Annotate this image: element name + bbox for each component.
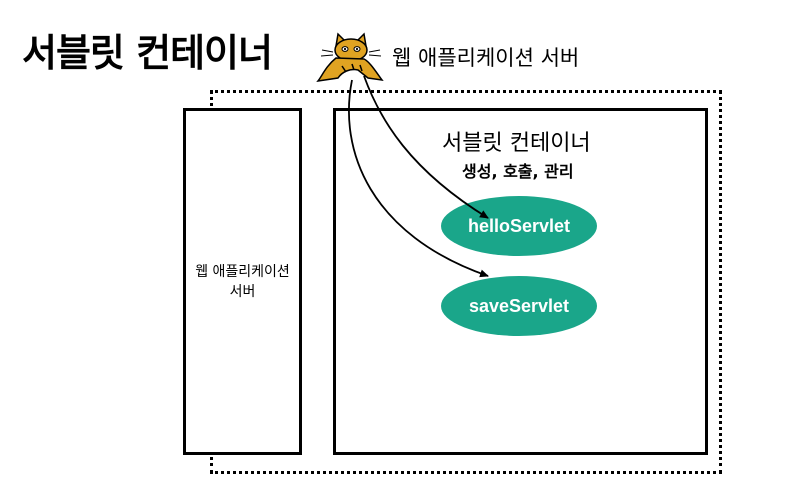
page-title: 서블릿 컨테이너 (22, 31, 273, 75)
web-application-server-box: 웹 애플리케이션 서버 (183, 108, 302, 455)
tomcat-cat-icon (316, 32, 384, 82)
web-application-server-label: 웹 애플리케이션 서버 (392, 46, 580, 70)
save-servlet-node: saveServlet (441, 276, 597, 336)
web-application-server-box-label: 웹 애플리케이션 서버 (195, 263, 290, 300)
hello-servlet-label: helloServlet (467, 215, 571, 236)
save-servlet-label: saveServlet (468, 295, 570, 316)
servlet-container-subtitle: 생성, 호출, 관리 (462, 162, 574, 181)
hello-servlet-node: helloServlet (441, 196, 597, 256)
servlet-container-title: 서블릿 컨테이너 (442, 131, 591, 156)
